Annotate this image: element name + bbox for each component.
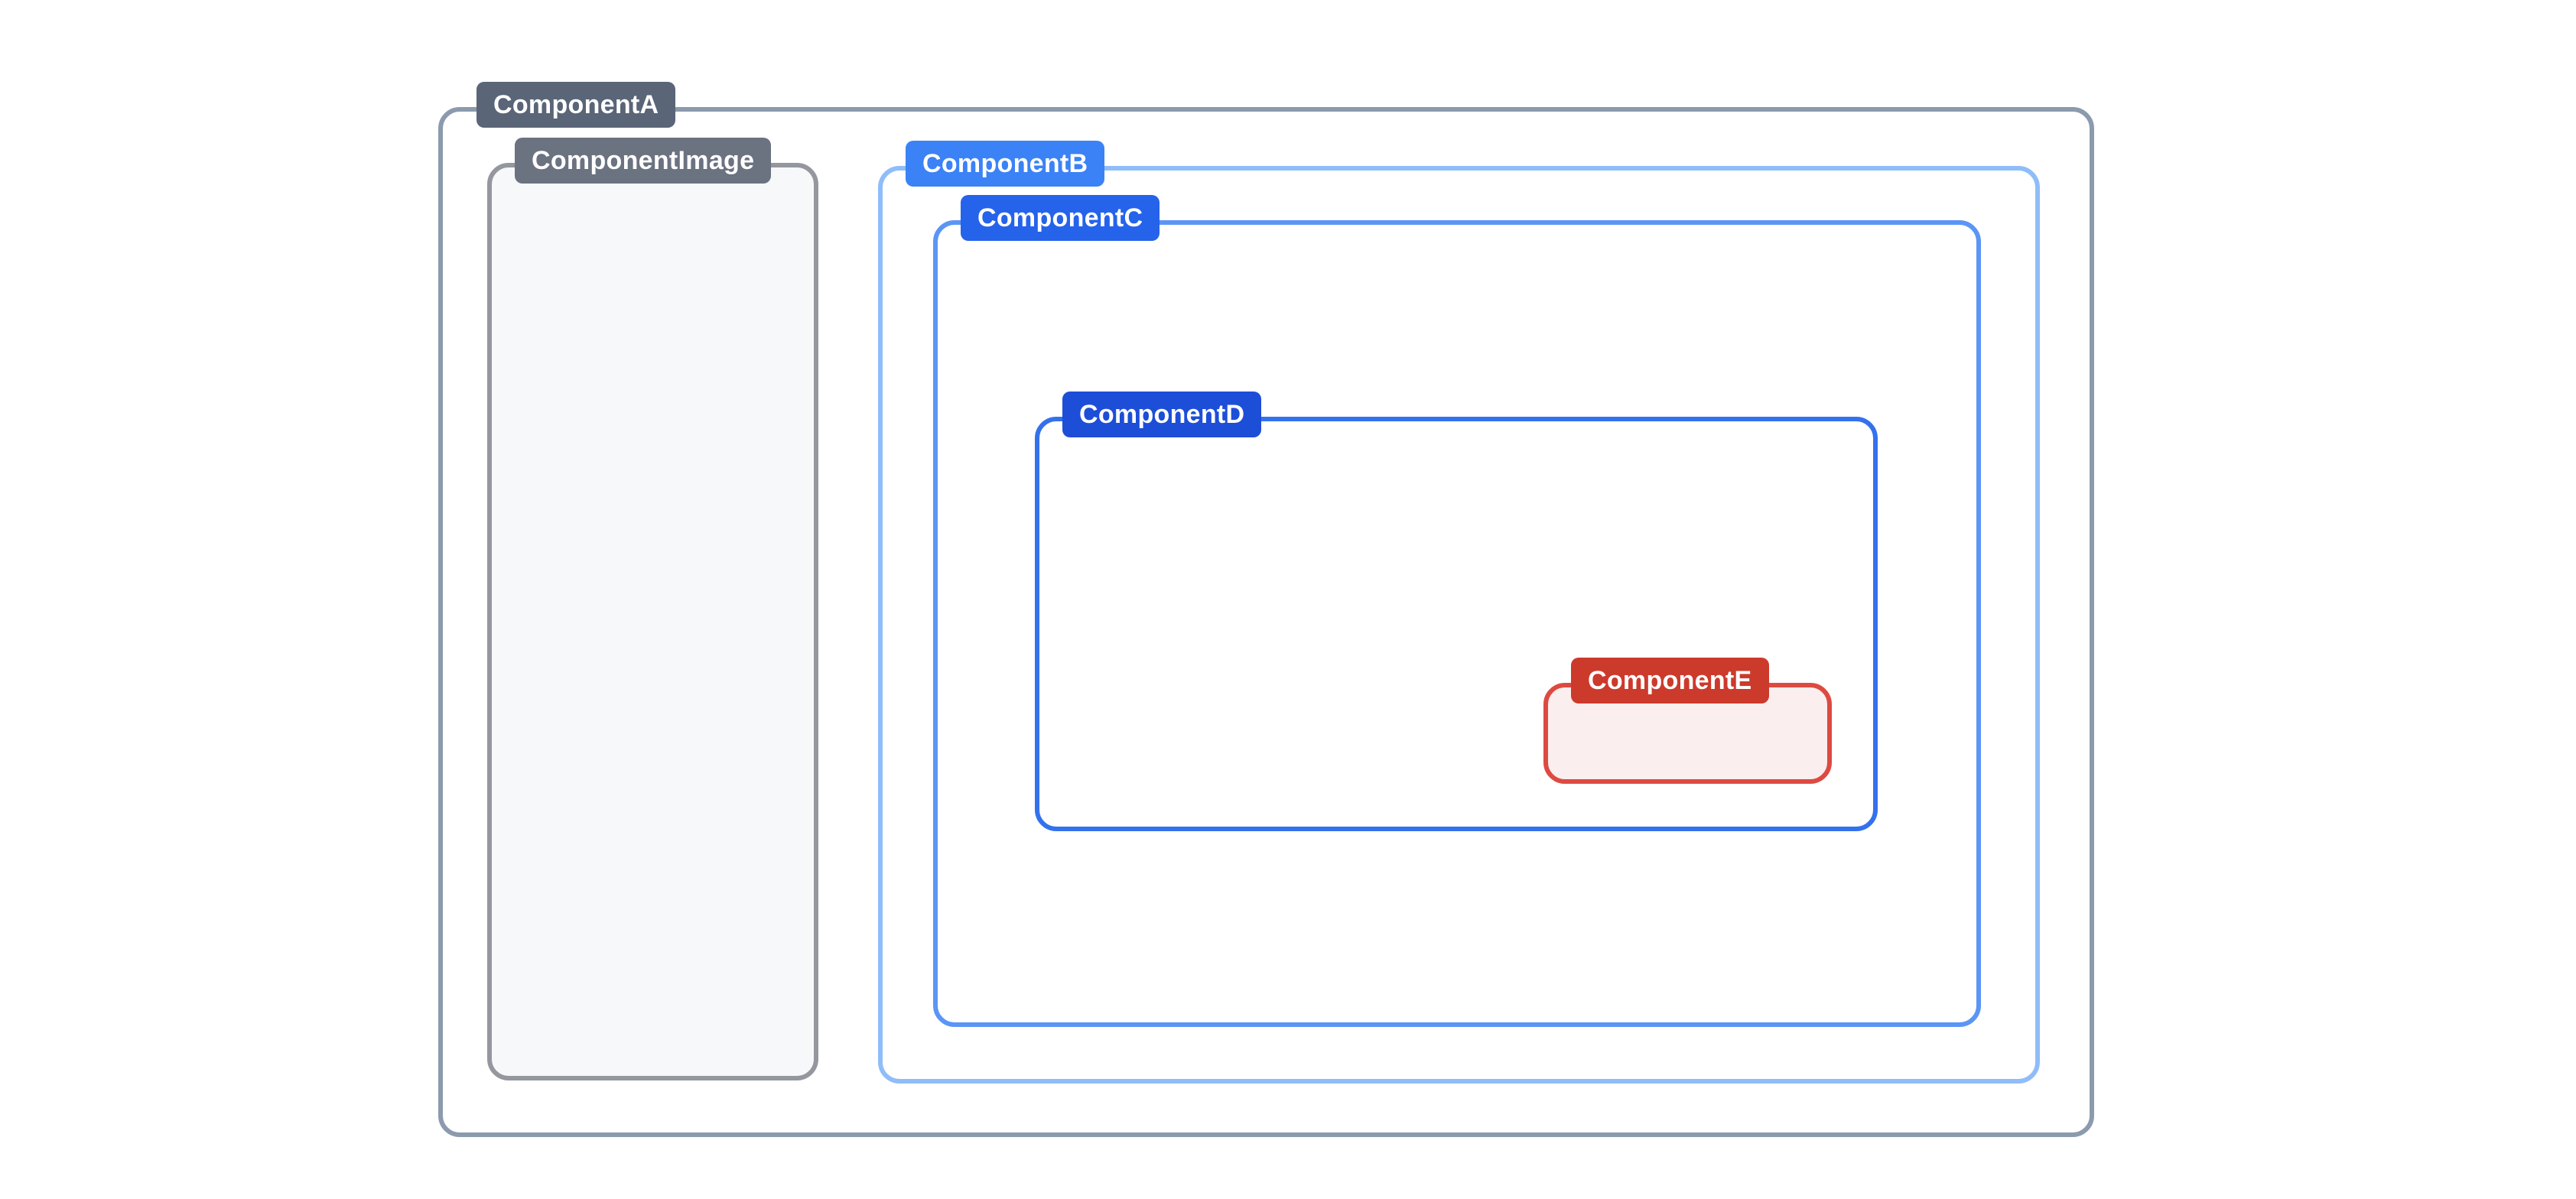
component-d-box: ComponentD ComponentE — [1035, 392, 1878, 831]
component-image-label: ComponentImage — [515, 138, 772, 184]
component-d-label: ComponentD — [1062, 392, 1262, 437]
component-b-box: ComponentB ComponentC ComponentD Compone… — [878, 141, 2040, 1084]
component-e-label: ComponentE — [1571, 658, 1769, 703]
component-c-label: ComponentC — [961, 195, 1160, 241]
component-a-label: ComponentA — [476, 82, 676, 128]
component-a-box: ComponentA ComponentImage ComponentB Com… — [438, 82, 2094, 1137]
component-e-box: ComponentE — [1543, 658, 1832, 784]
component-c-box: ComponentC ComponentD ComponentE — [933, 195, 1981, 1027]
component-b-label: ComponentB — [906, 141, 1105, 187]
component-image-box: ComponentImage — [487, 138, 818, 1080]
